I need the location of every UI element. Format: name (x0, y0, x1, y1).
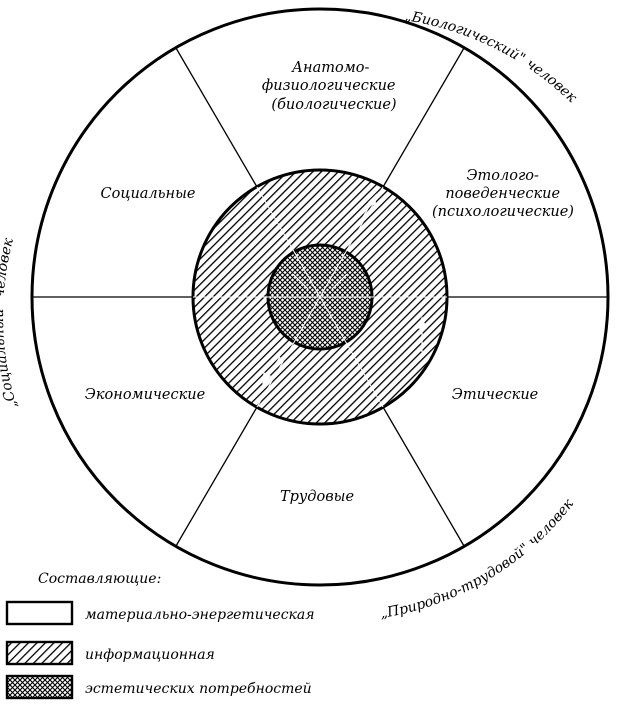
sector-ethological-line1: Этолого- (466, 168, 539, 184)
divider-upper-left (175, 47, 258, 188)
label-social-human: „Социальный" человек (0, 236, 21, 411)
center-lines (193, 186, 447, 408)
sector-anatomical-line3: (биологические) (271, 97, 396, 113)
divider-lower-left (175, 406, 258, 547)
sector-ethological-line2: поведенческие (445, 186, 560, 202)
flow-arrows (262, 193, 427, 386)
divider-lower-right (382, 406, 465, 547)
label-social-human-path: „Социальный" человек (0, 236, 21, 411)
sector-anatomical-line1: Анатомо- (291, 60, 369, 76)
legend-label-aesthetic: эстетических потребностей (85, 681, 312, 697)
sector-anatomical: Анатомо- физиологические (биологические) (262, 60, 400, 113)
legend-label-material-energy: материально-энергетическая (85, 607, 315, 623)
legend-title: Составляющие: (38, 571, 161, 587)
sector-anatomical-line2: физиологические (262, 78, 396, 94)
legend: Составляющие: материально-энергетическая… (5, 571, 315, 700)
divider-upper-right (382, 47, 465, 188)
legend-swatch-aesthetic (5, 674, 74, 700)
sector-ethological-line3: (психологические) (432, 204, 574, 220)
legend-label-information: информационная (85, 647, 215, 663)
sector-ethical: Этические (452, 387, 538, 403)
sector-social: Социальные (101, 186, 196, 202)
legend-swatch-information (5, 640, 74, 666)
sector-labor: Трудовые (280, 489, 354, 505)
sector-economic: Экономические (85, 387, 205, 403)
sector-ethological: Этолого- поведенческие (психологические) (432, 168, 574, 220)
sector-dividers (32, 47, 608, 547)
legend-swatch-material-energy (5, 600, 74, 626)
